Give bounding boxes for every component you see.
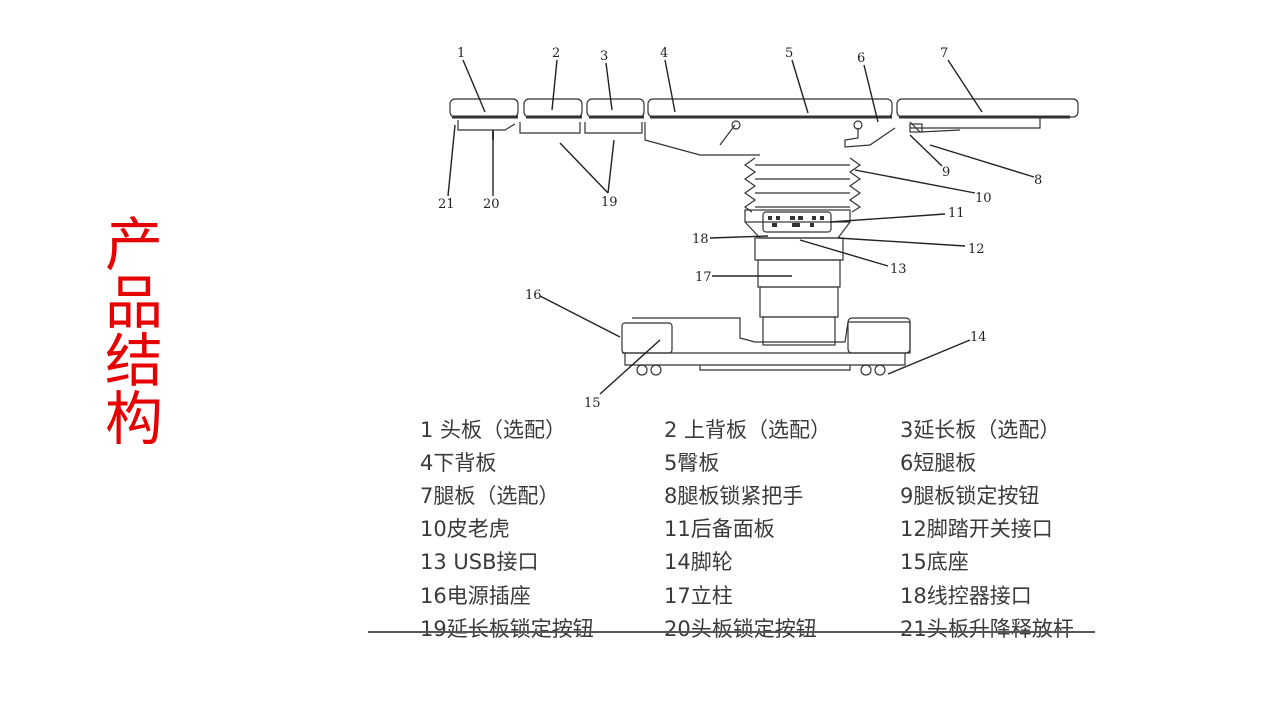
callout-3: 3 [600,49,608,64]
callout-10: 10 [975,191,992,206]
base [621,317,911,371]
extension-board [586,98,645,118]
callout-14: 14 [970,330,987,345]
legend-item: 10皮老虎 [420,517,510,541]
callout-18: 18 [692,232,709,247]
legend-item: 6短腿板 [900,451,977,475]
callout-7: 7 [940,46,948,61]
callout-1: 1 [457,46,465,61]
callout-21: 21 [438,197,455,212]
legend-item: 16电源插座 [420,584,531,608]
legend-item: 11后备面板 [664,517,775,541]
callout-15: 15 [584,396,601,411]
callout-13: 13 [890,262,907,277]
slide-title: 产品结构 [95,214,163,446]
legend-item: 2 上背板（选配） [664,418,832,442]
callout-12: 12 [968,242,985,257]
lower-back-seat-board [647,98,893,118]
caster-wheels [636,364,886,376]
callout-16: 16 [525,288,542,303]
legend-item: 19延长板锁定按钮 [420,617,594,641]
callout-labels: 1 2 3 4 5 6 7 8 9 10 11 12 13 14 15 16 1… [438,46,1042,411]
table-top [449,98,1079,156]
legend-item: 20头板锁定按钮 [664,617,817,641]
legend-item: 5臀板 [664,451,720,475]
callout-20: 20 [483,197,500,212]
legend-item: 1 头板（选配） [420,418,567,442]
bellows [743,157,862,213]
callout-11: 11 [948,206,965,221]
legend-item: 21头板升降释放杆 [900,617,1074,641]
leader-lines [447,59,1035,395]
callout-4: 4 [660,46,668,61]
callout-6: 6 [857,51,865,66]
legend-item: 7腿板（选配） [420,484,560,508]
legend-item: 15底座 [900,550,969,574]
legend-item: 17立柱 [664,584,733,608]
divider-line [368,631,1095,633]
legend-item: 12脚踏开关接口 [900,517,1053,541]
leg-board [896,98,1079,118]
callout-17: 17 [695,270,712,285]
legend-item: 3延长板（选配） [900,418,1061,442]
legend-item: 18线控器接口 [900,584,1032,608]
legend-item: 8腿板锁紧把手 [664,484,804,508]
legend-item: 9腿板锁定按钮 [900,484,1040,508]
callout-2: 2 [552,46,560,61]
legend-item: 4下背板 [420,451,497,475]
callout-9: 9 [942,165,950,180]
control-panel [744,209,851,239]
callout-5: 5 [785,46,793,61]
column [754,237,844,346]
callout-19: 19 [601,195,618,210]
legend-item: 13 USB接口 [420,550,539,574]
callout-8: 8 [1034,173,1042,188]
legend-item: 14脚轮 [664,550,733,574]
